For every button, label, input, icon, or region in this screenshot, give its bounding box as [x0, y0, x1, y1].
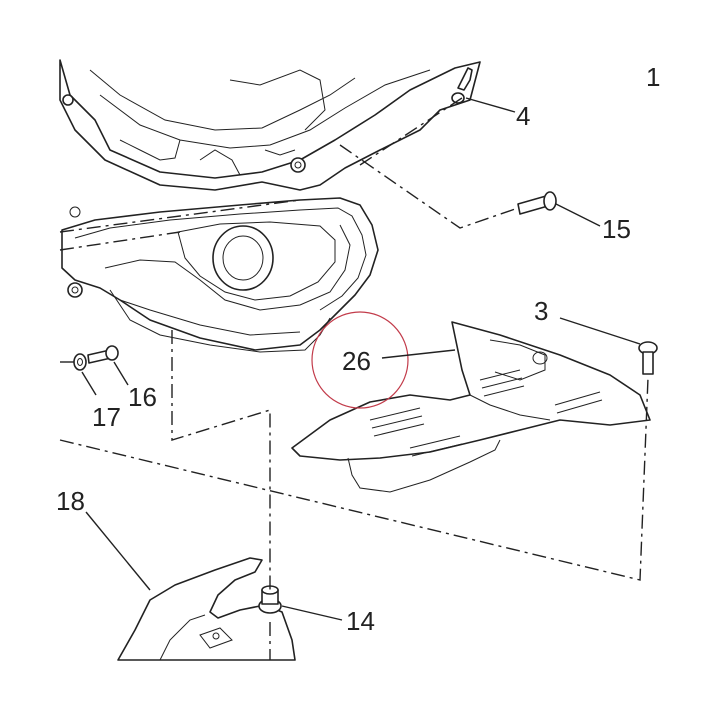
leader-lines: [81, 97, 641, 621]
upper-frame-bracket: [59, 59, 481, 191]
headlight-mount-point: [67, 282, 83, 298]
highlight-circle: [311, 311, 409, 409]
callout-15: 15: [602, 214, 631, 244]
callout-18: 18: [56, 486, 85, 516]
callout-16: 16: [128, 382, 157, 412]
screw-4: [451, 67, 473, 104]
projector-lens: [212, 225, 274, 291]
frame-mount-point: [290, 157, 306, 173]
callout-14: 14: [346, 606, 375, 636]
frame-mount-point: [62, 94, 74, 106]
callout-4: 4: [516, 101, 530, 131]
warning-label-pattern: [369, 369, 603, 457]
bolt-3: [638, 341, 658, 375]
side-cover-panel: [291, 321, 651, 493]
callout-17: 17: [92, 402, 121, 432]
washer-17: [73, 353, 87, 371]
grommet-14: [258, 585, 282, 614]
headlight-assembly: [61, 197, 379, 353]
bolt-16: [87, 345, 119, 364]
callout-3: 3: [534, 296, 548, 326]
assembly-lines: [59, 97, 649, 660]
inner-cover-panel: [117, 557, 296, 661]
callout-1: 1: [646, 62, 660, 92]
bolt-15: [517, 191, 557, 215]
callout-26: 26: [342, 346, 371, 376]
